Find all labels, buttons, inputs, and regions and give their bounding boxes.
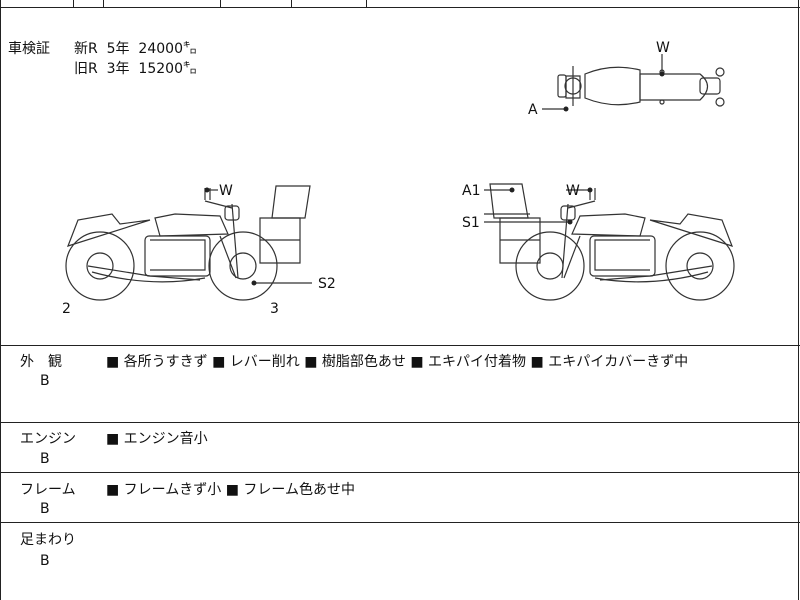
cell-divider bbox=[366, 0, 367, 7]
section-category: 足まわり bbox=[20, 532, 76, 548]
inspection-old: 旧R 3年 15200㌔ bbox=[74, 61, 197, 77]
damage-diagram-area: 車検証 新R 5年 24000㌔ 旧R 3年 15200㌔ bbox=[0, 8, 800, 346]
section-grade: B bbox=[40, 501, 50, 517]
section-grade: B bbox=[40, 451, 50, 467]
marker-left-w: W bbox=[219, 183, 233, 199]
section-grade: B bbox=[40, 373, 50, 389]
cell-divider bbox=[291, 0, 292, 7]
marker-left-2: 2 bbox=[62, 301, 71, 317]
section-category: 外 観 bbox=[20, 354, 62, 370]
marker-left-s2: S2 bbox=[318, 276, 336, 292]
section-notes: ■ 各所うすきず ■ レバー削れ ■ 樹脂部色あせ ■ エキパイ付着物 ■ エキ… bbox=[106, 354, 689, 370]
motorcycle-diagrams: W A W S2 2 3 A1 W S1 bbox=[62, 40, 735, 317]
section-grade: B bbox=[40, 553, 50, 569]
marker-right-s1: S1 bbox=[462, 215, 480, 231]
marker-left-3: 3 bbox=[270, 301, 279, 317]
marker-top-w: W bbox=[656, 40, 670, 56]
section-category: エンジン bbox=[20, 431, 76, 447]
section-notes: ■ フレームきず小 ■ フレーム色あせ中 bbox=[106, 482, 355, 498]
marker-top-a: A bbox=[528, 102, 538, 118]
motorcycle-right-view bbox=[484, 183, 735, 301]
section-suspension: 足まわり B bbox=[0, 523, 800, 600]
cell-divider bbox=[220, 0, 221, 7]
header-cells-strip bbox=[0, 0, 800, 8]
section-category: フレーム bbox=[20, 482, 76, 498]
inspection-label: 車検証 bbox=[8, 41, 50, 57]
inspection-new: 新R 5年 24000㌔ bbox=[74, 41, 197, 57]
inspection-old-row: 旧R 3年 15200㌔ bbox=[8, 59, 197, 79]
section-exterior: 外 観 B ■ 各所うすきず ■ レバー削れ ■ 樹脂部色あせ ■ エキパイ付着… bbox=[0, 345, 800, 423]
marker-right-w: W bbox=[566, 183, 580, 199]
motorcycle-left-view bbox=[65, 185, 312, 301]
inspection-info: 車検証 新R 5年 24000㌔ 旧R 3年 15200㌔ bbox=[8, 39, 197, 79]
cell-divider bbox=[73, 0, 74, 7]
marker-right-a1: A1 bbox=[462, 183, 480, 199]
inspection-new-row: 車検証 新R 5年 24000㌔ bbox=[8, 39, 197, 59]
section-engine: エンジン B ■ エンジン音小 bbox=[0, 423, 800, 473]
motorcycle-top-view bbox=[557, 66, 725, 107]
cell-divider bbox=[103, 0, 104, 7]
section-notes: ■ エンジン音小 bbox=[106, 431, 208, 447]
section-frame: フレーム B ■ フレームきず小 ■ フレーム色あせ中 bbox=[0, 473, 800, 523]
